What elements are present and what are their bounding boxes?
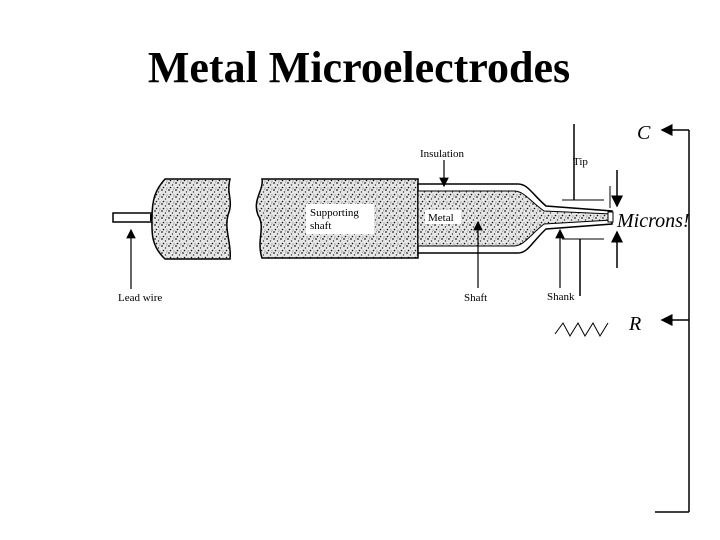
tip-bracket [562, 186, 611, 240]
circuit-wire [655, 124, 690, 513]
insulation-label: Insulation [420, 148, 464, 160]
shaft-inner-label: shaft [310, 220, 331, 232]
shaft-label: Shaft [464, 292, 487, 304]
resistor-label: R [628, 313, 641, 335]
lead-wire-label: Lead wire [118, 292, 162, 304]
metal-label: Metal [428, 212, 454, 224]
supporting-shaft-left [151, 178, 232, 260]
microns-label: Microns! [616, 210, 690, 232]
electrode-tip [607, 211, 614, 223]
tip-label: Tip [573, 156, 588, 168]
shank-label: Shank [547, 291, 575, 303]
lead-wire [112, 212, 156, 223]
resistor-symbol [554, 321, 609, 338]
capacitor-symbol [573, 124, 581, 296]
supporting-label: Supporting [310, 207, 359, 219]
pointer-arrows [126, 160, 565, 289]
capacitor-label: C [637, 122, 651, 144]
slide-title: Metal Microelectrodes [147, 43, 571, 92]
